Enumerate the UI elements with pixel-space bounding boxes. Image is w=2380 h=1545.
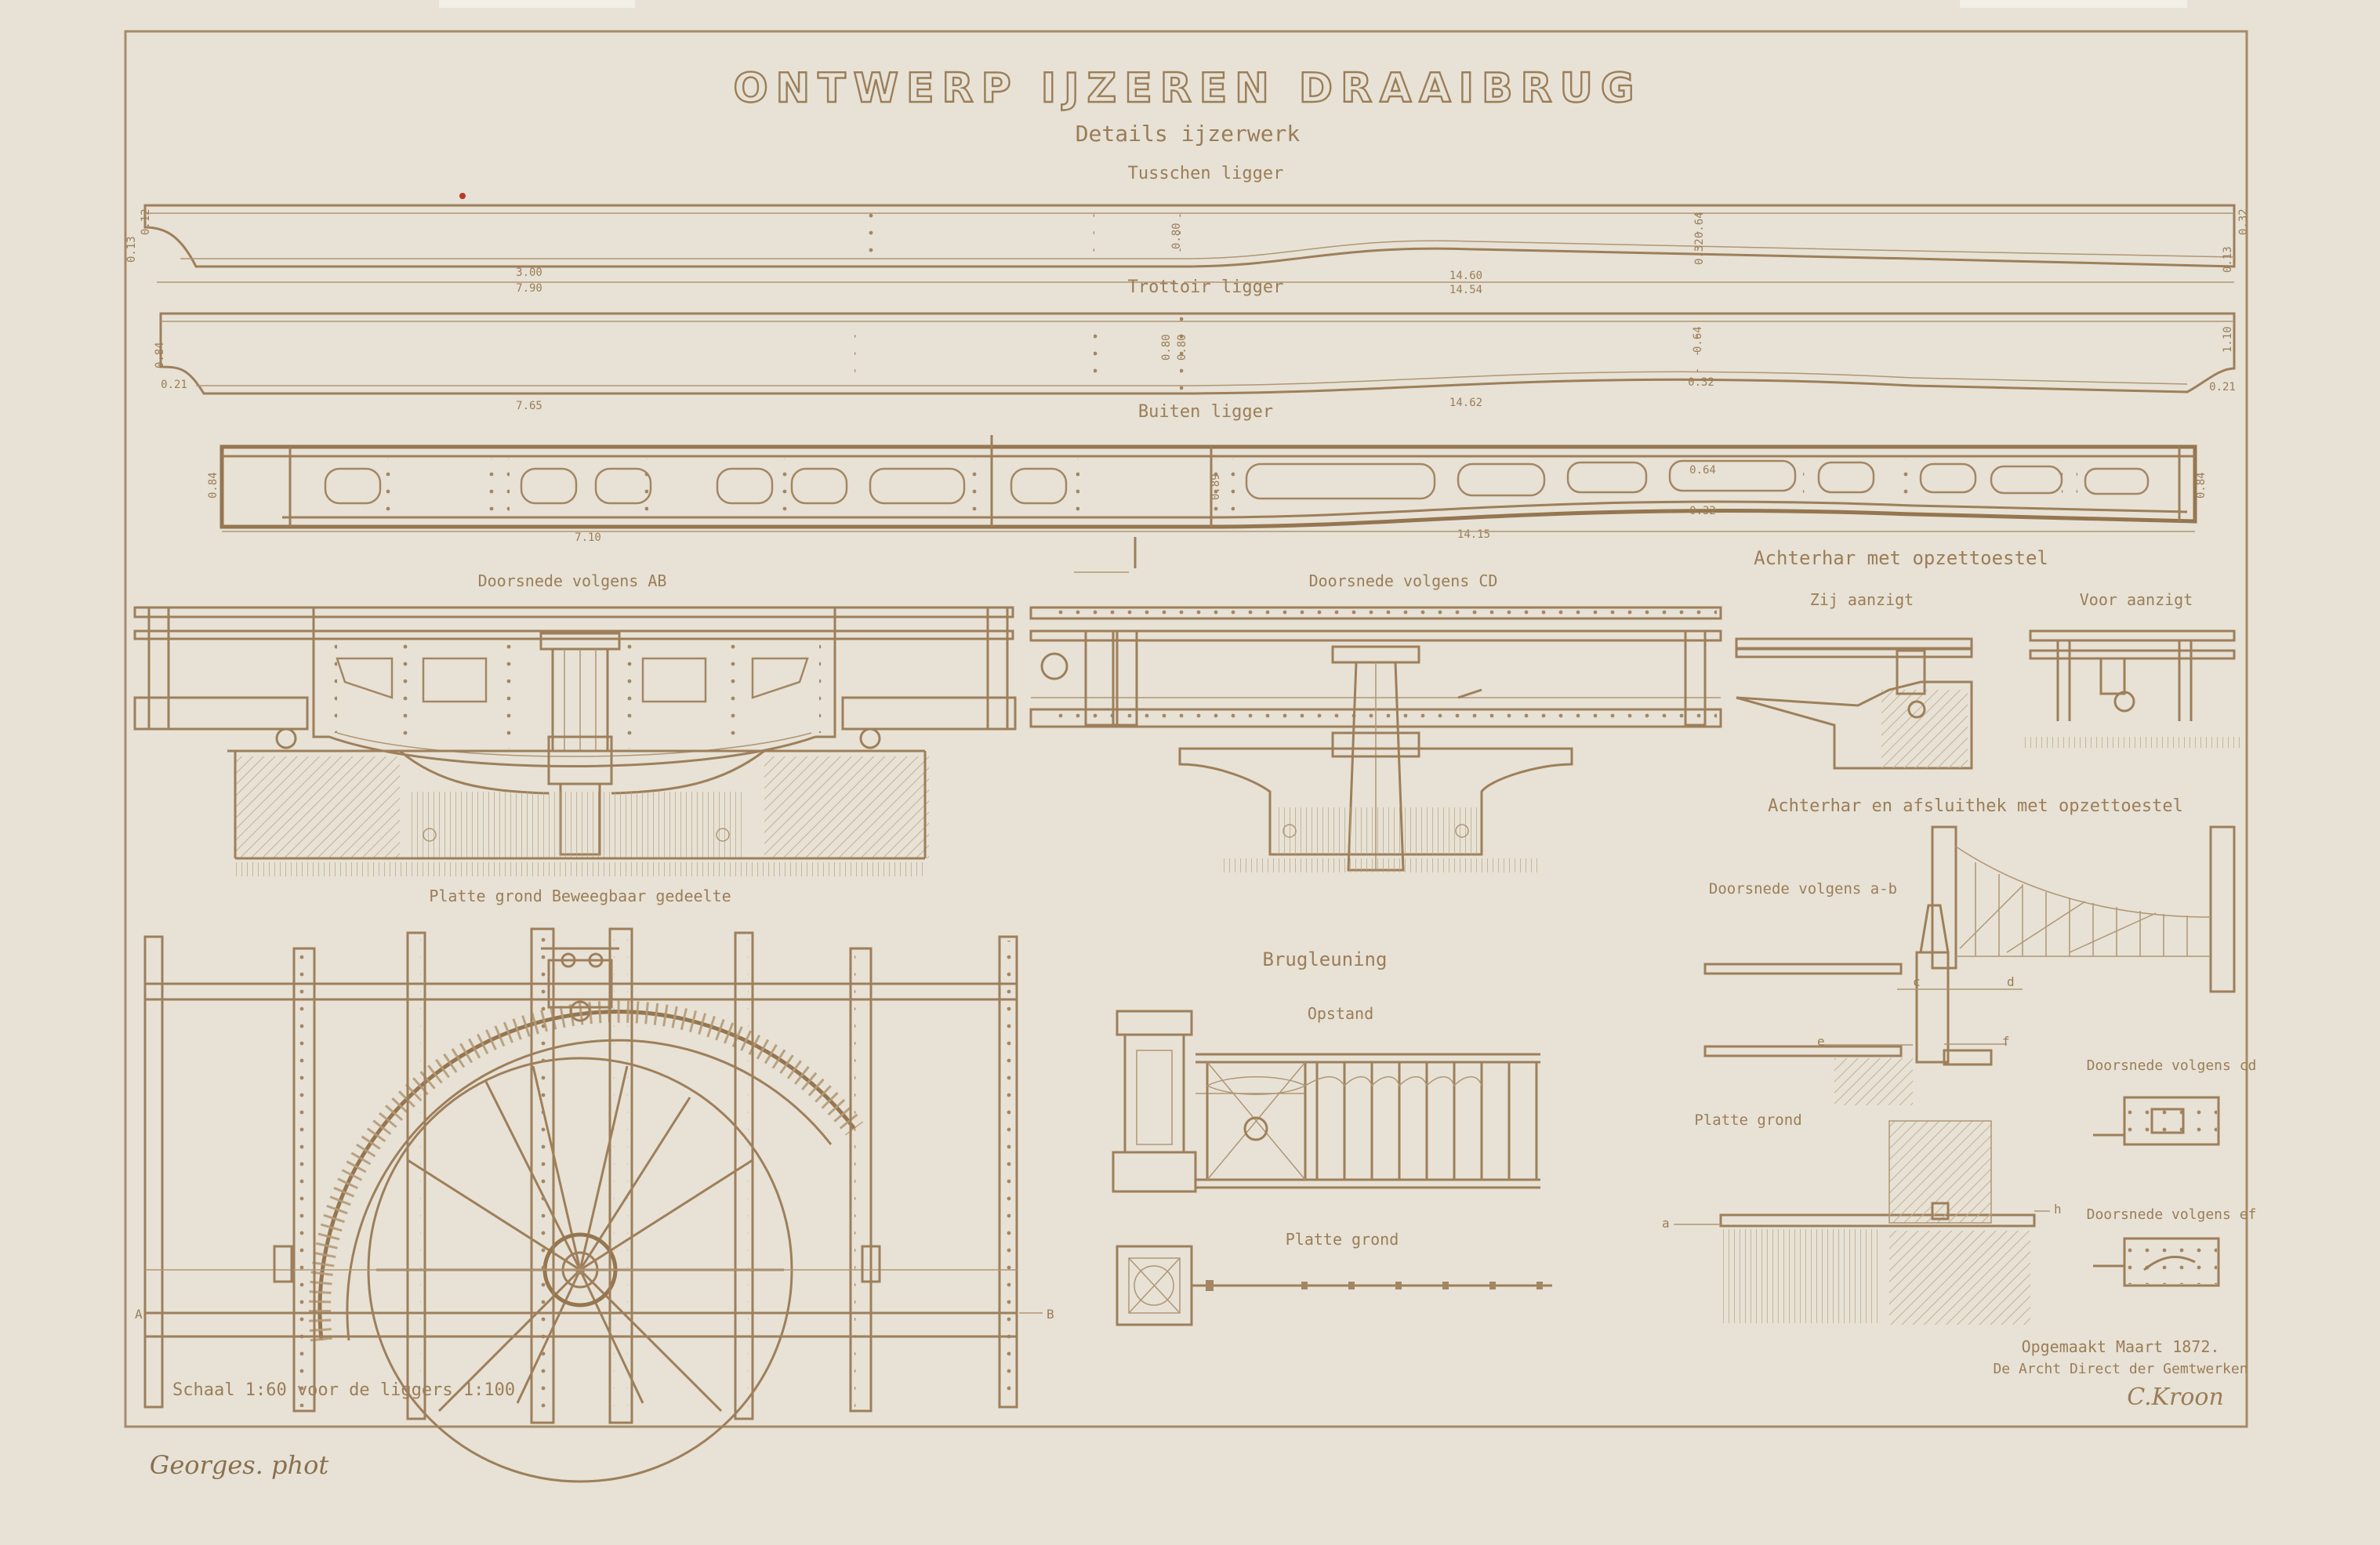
plan-letter-a: A [135,1307,143,1322]
plan-letter-b: B [1047,1307,1054,1322]
made-date: Opgemaakt Maart 1872. [2022,1337,2220,1356]
dim-g: 14.54 [1449,284,1482,296]
plan-moving-label: Platte grond Beweegbaar gedeelte [429,887,731,905]
letter-a: a [1662,1216,1670,1231]
dim-p: 0.80 [1176,334,1188,361]
dim-k: 0.32 [2237,209,2250,235]
achterhar-title: Achterhar met opzettoestel [1754,547,2048,569]
brugleuning-title: Brugleuning [1263,948,1388,970]
dim-q: 14.62 [1449,397,1482,409]
dim-h: 0.64 [1693,212,1706,238]
dim-l: 0.84 [154,342,166,368]
dim-j: 0.13 [2222,246,2234,273]
section-ab: Doorsnede volgens AB [133,571,1017,876]
section-cd: Doorsnede volgens CD [1029,537,1722,872]
letter-d: d [2007,974,2015,989]
dim-t: 1.10 [2222,326,2234,353]
dim-i: 0.32 [1693,238,1706,265]
dim-aa: 0.32 [1689,505,1716,517]
dim-z: 14.15 [1457,528,1490,541]
achterhar2-title: Achterhar en afsluithek met opzettoestel [1768,796,2183,816]
footer: Opgemaakt Maart 1872. De Archt Direct de… [150,1337,2248,1480]
dim-y: 0.64 [1689,464,1716,477]
dim-a: 0.13 [125,236,138,263]
achterhar-front-label: Voor aanzigt [2080,590,2193,609]
dim-r: 0.64 [1692,326,1704,353]
drawing-subtitle: Details ijzerwerk [1076,121,1301,147]
achterhar-side-label: Zij aanzigt [1810,590,1914,609]
section-ab-small-label: Doorsnede volgens a-b [1709,880,1897,898]
dim-b: 0.12 [140,209,152,235]
dim-m: 0.21 [161,379,187,391]
opstand-label: Opstand [1308,1004,1373,1023]
dim-w: 7.10 [575,531,601,544]
drawing-title: ONTWERP IJZEREN DRAAIBRUG [733,65,1642,112]
section-ab-label: Doorsnede volgens AB [478,571,667,590]
brugleuning: Brugleuning Opstand Platte grond [1112,948,1552,1326]
tusschen-ligger-label: Tusschen ligger [1128,164,1284,183]
letter-e: e [1817,1034,1825,1049]
signature: C.Kroon [2127,1384,2224,1411]
buiten-ligger: Buiten ligger [207,402,2208,544]
achterhar-afsluithek: Achterhar en afsluithek met opzettoestel… [1662,796,2256,1325]
photographer-credit: Georges. phot [150,1450,329,1480]
achterhar-opzettoestel: Achterhar met opzettoestel Zij aanzigt V… [1735,547,2242,770]
trottoir-ligger: Trottoir ligger 0.84 0.21 7.65 0.80 0.80… [154,277,2236,412]
dim-v: 0.84 [207,472,219,499]
achterhar2-plan-label: Platte grond [1694,1112,1801,1129]
dim-x: 0.89 [1210,473,1222,500]
section-cd-small-label: Doorsnede volgens cd [2087,1057,2257,1074]
dim-e: 0.80 [1170,223,1183,249]
dim-ab: 0.84 [2195,472,2208,499]
trottoir-ligger-label: Trottoir ligger [1128,277,1284,297]
section-ef-small-label: Doorsnede volgens ef [2087,1206,2257,1223]
letter-c: c [1913,974,1921,989]
dim-n: 7.65 [516,400,542,412]
department: De Archt Direct der Gemtwerken [1993,1361,2248,1377]
dim-d: 7.90 [516,282,542,295]
dim-f: 14.60 [1449,270,1482,282]
dim-c: 3.00 [516,267,542,279]
plan-moving-part: Platte grond Beweegbaar gedeelte [135,887,1054,1483]
dim-s: 0.32 [1688,376,1714,389]
dim-u: 0.21 [2209,381,2236,394]
letter-h: h [2054,1202,2062,1217]
dim-o: 0.80 [1160,334,1173,361]
scale-label: Schaal 1:60 voor de liggers 1:100 [172,1380,515,1400]
letter-f: f [2002,1034,2010,1049]
tusschen-ligger: Tusschen ligger 0.13 0.12 3.00 7.90 0.80… [125,164,2250,296]
leuning-plan-label: Platte grond [1286,1230,1399,1249]
sheet-border [124,30,2248,1428]
buiten-ligger-label: Buiten ligger [1138,402,1273,422]
section-cd-label: Doorsnede volgens CD [1309,571,1498,590]
